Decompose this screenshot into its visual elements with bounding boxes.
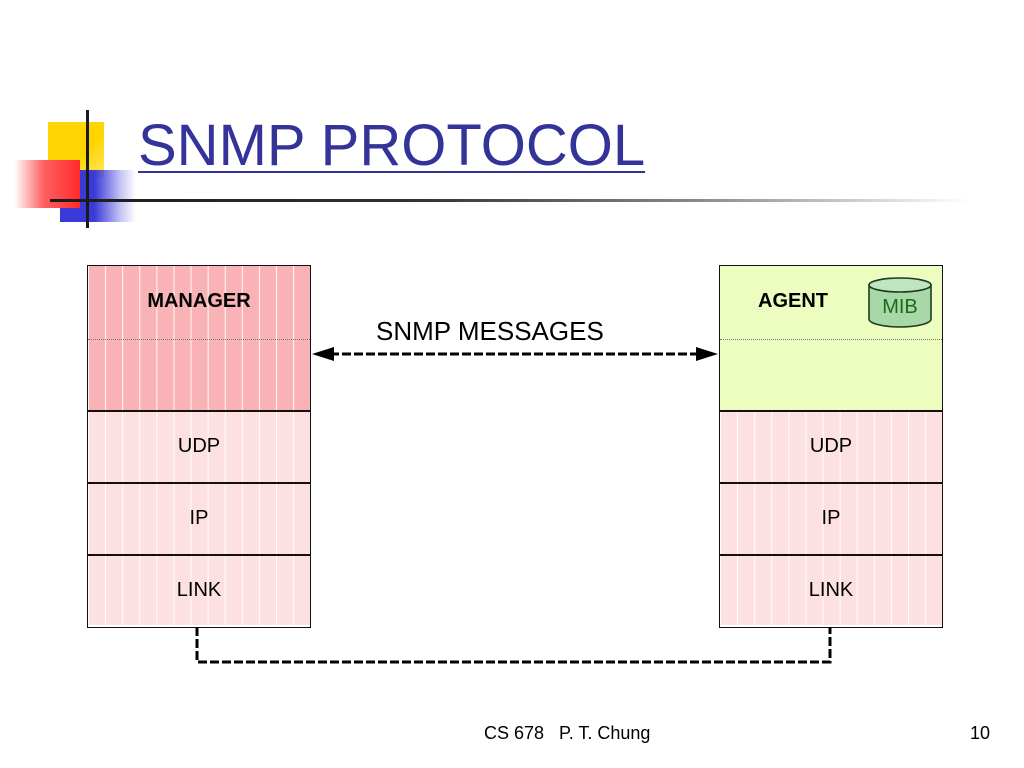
physical-link-line (195, 627, 832, 664)
manager-udp-label: UDP (177, 435, 221, 457)
manager-label: MANAGER (147, 290, 251, 312)
manager-snmp-layer (88, 339, 310, 410)
mib-database-icon: MIB (868, 276, 932, 328)
agent-link-label: LINK (808, 579, 854, 601)
snmp-messages-label: SNMP MESSAGES (376, 316, 604, 346)
title-decoration-vertical-line (86, 110, 89, 228)
agent-ip-label: IP (821, 507, 841, 529)
snmp-messages-arrow (312, 347, 718, 361)
footer-course-author: CS 678 P. T. Chung (484, 723, 651, 743)
manager-application-layer: MANAGER (88, 266, 310, 339)
manager-link-layer: LINK (88, 554, 310, 625)
agent-udp-label: UDP (809, 435, 853, 457)
manager-udp-layer: UDP (88, 410, 310, 482)
manager-link-label: LINK (176, 579, 222, 601)
footer-page-number: 10 (970, 723, 991, 743)
manager-stack: MANAGER UDP IP LINK (87, 265, 311, 628)
agent-link-layer: LINK (720, 554, 942, 625)
agent-label: AGENT (758, 290, 828, 312)
agent-stack: AGENT MIB UDP IP LINK (719, 265, 943, 628)
mib-label: MIB (882, 296, 918, 318)
agent-application-layer: AGENT MIB (720, 266, 942, 339)
manager-ip-layer: IP (88, 482, 310, 554)
mib-cylinder-shape (868, 277, 932, 328)
manager-ip-label: IP (189, 507, 209, 529)
slide-title: SNMP PROTOCOL (138, 113, 646, 178)
title-underline-rule (50, 199, 970, 202)
agent-ip-layer: IP (720, 482, 942, 554)
agent-snmp-layer (720, 339, 942, 410)
agent-udp-layer: UDP (720, 410, 942, 482)
